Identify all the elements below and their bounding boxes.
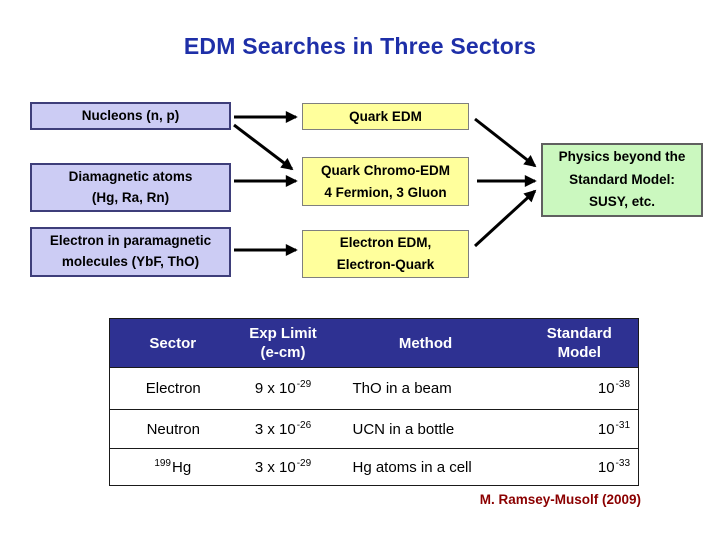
cell-exp-limit: 9 x 10-29 — [235, 367, 331, 410]
table-row-hg199: 199Hg 3 x 10-29 Hg atoms in a cell 10-33 — [109, 448, 639, 486]
box-electron-edm: Electron EDM, Electron-Quark — [302, 230, 469, 278]
col-header-exp-limit: Exp Limit (e-cm) — [235, 318, 331, 368]
cell-sector: Neutron — [109, 409, 236, 449]
arrow-nucleons-to-chromo-edm — [233, 123, 294, 171]
table-header-row: Sector Exp Limit (e-cm) Method Standard … — [109, 318, 639, 368]
table-row-electron: Electron 9 x 10-29 ThO in a beam 10-38 — [109, 367, 639, 410]
attribution: M. Ramsey-Musolf (2009) — [479, 492, 641, 507]
cell-standard-model: 10-33 — [520, 448, 639, 486]
edm-limits-table: Sector Exp Limit (e-cm) Method Standard … — [109, 318, 639, 486]
cell-standard-model: 10-31 — [520, 409, 639, 449]
table-row-neutron: Neutron 3 x 10-26 UCN in a bottle 10-31 — [109, 409, 639, 449]
box-physics-beyond-sm: Physics beyond the Standard Model: SUSY,… — [541, 143, 703, 217]
col-header-sector: Sector — [109, 318, 236, 368]
arrow-electron-edm-to-bsm — [473, 189, 537, 248]
box-diamagnetic-atoms: Diamagnetic atoms (Hg, Ra, Rn) — [30, 163, 231, 212]
box-nucleons: Nucleons (n, p) — [30, 102, 231, 130]
arrow-quark-edm-to-bsm — [474, 117, 537, 168]
box-quark-chromo-edm: Quark Chromo-EDM 4 Fermion, 3 Gluon — [302, 157, 469, 206]
col-header-standard-model: Standard Model — [520, 318, 639, 368]
cell-standard-model: 10-38 — [520, 367, 639, 410]
cell-method: Hg atoms in a cell — [330, 448, 521, 486]
slide-title: EDM Searches in Three Sectors — [183, 33, 537, 59]
col-header-method: Method — [330, 318, 521, 368]
cell-sector: Electron — [109, 367, 236, 410]
cell-method: ThO in a beam — [330, 367, 521, 410]
cell-method: UCN in a bottle — [330, 409, 521, 449]
cell-exp-limit: 3 x 10-29 — [235, 448, 331, 486]
cell-sector: 199Hg — [109, 448, 236, 486]
box-quark-edm: Quark EDM — [302, 103, 469, 130]
box-paramagnetic-molecules: Electron in paramagnetic molecules (YbF,… — [30, 227, 231, 277]
cell-exp-limit: 3 x 10-26 — [235, 409, 331, 449]
